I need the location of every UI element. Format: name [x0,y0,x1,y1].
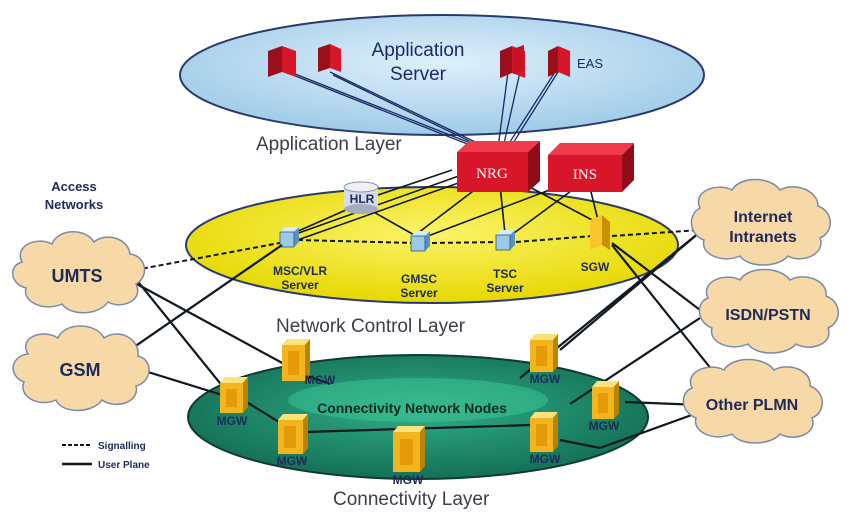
isdn-cloud: ISDN/PSTN [698,268,839,354]
tsc-label-line2: Server [486,281,524,295]
access-networks: Access Networks UMTS GSM [12,179,150,412]
eas-label: EAS [577,56,603,71]
application-links [289,71,559,154]
network-control-layer-label: Network Control Layer [276,316,466,337]
ins-label: INS [573,167,597,183]
msc-label-line2: Server [281,278,319,292]
msc-node [279,227,299,248]
mgw-node: MGW [282,339,336,387]
hlr-database: HLR [343,181,379,214]
mgw-label: MGW [589,419,620,433]
application-layer-label: Application Layer [256,134,402,155]
internet-label-line2: Intranets [729,229,797,246]
gsm-label: GSM [59,360,100,380]
mgw-node: MGW [277,414,308,468]
ins-server: INS [548,143,634,192]
hlr-label: HLR [350,192,375,206]
tsc-node [495,230,515,251]
umts-cloud: UMTS [12,231,146,314]
sgw-node [590,215,610,250]
legend-signalling-label: Signalling [98,441,146,452]
legend-user-plane-label: User Plane [98,460,150,471]
application-layer: Application Layer Application Server EAS [179,14,705,155]
app-server-icon [548,46,570,77]
nrg-label: NRG [476,166,508,182]
app-server-icon [268,46,296,77]
mgw-label: MGW [305,373,336,387]
internet-label-line1: Internet [734,209,793,226]
mgw-label: MGW [393,473,424,487]
umts-label: UMTS [52,266,103,286]
mgw-label: MGW [277,454,308,468]
mgw-node: MGW [530,334,561,386]
sgw-label: SGW [581,260,610,274]
tsc-label-line1: TSC [493,267,517,281]
access-title-line2: Networks [45,197,104,212]
network-control-layer: Network Control Layer [185,186,679,337]
app-server-icon [500,45,525,78]
mgw-label: MGW [217,414,248,428]
mgw-label: MGW [530,452,561,466]
mgw-nodes: MGW MGW MGW MGW MGW [217,334,620,487]
mgw-label: MGW [530,372,561,386]
connectivity-layer-label: Connectivity Layer [333,489,490,510]
other-plmn-label: Other PLMN [706,397,798,414]
msc-label-line1: MSC/VLR [273,264,327,278]
other-plmn-cloud: Other PLMN [682,358,823,444]
signalling-links [134,229,701,271]
application-server-title-line1: Application [372,40,465,61]
application-server-title-line2: Server [390,64,447,85]
gsm-cloud: GSM [12,325,150,412]
nrg-server: NRG [457,141,540,192]
isdn-label: ISDN/PSTN [725,307,810,324]
legend: Signalling User Plane [62,441,150,471]
app-server-icon [318,44,341,72]
mgw-node: MGW [393,426,425,487]
mgw-node: MGW [589,381,620,433]
connectivity-nodes-title: Connectivity Network Nodes [317,400,507,416]
mgw-node: MGW [530,412,561,466]
internet-cloud: Internet Intranets [690,178,831,266]
gmsc-label-line1: GMSC [401,272,437,286]
mgw-node: MGW [217,377,248,428]
external-networks: Internet Intranets ISDN/PSTN Other PLMN [682,178,839,444]
gmsc-node [410,231,430,252]
gmsc-label-line2: Server [400,286,438,300]
application-servers [268,44,570,78]
access-title-line1: Access [51,179,97,194]
